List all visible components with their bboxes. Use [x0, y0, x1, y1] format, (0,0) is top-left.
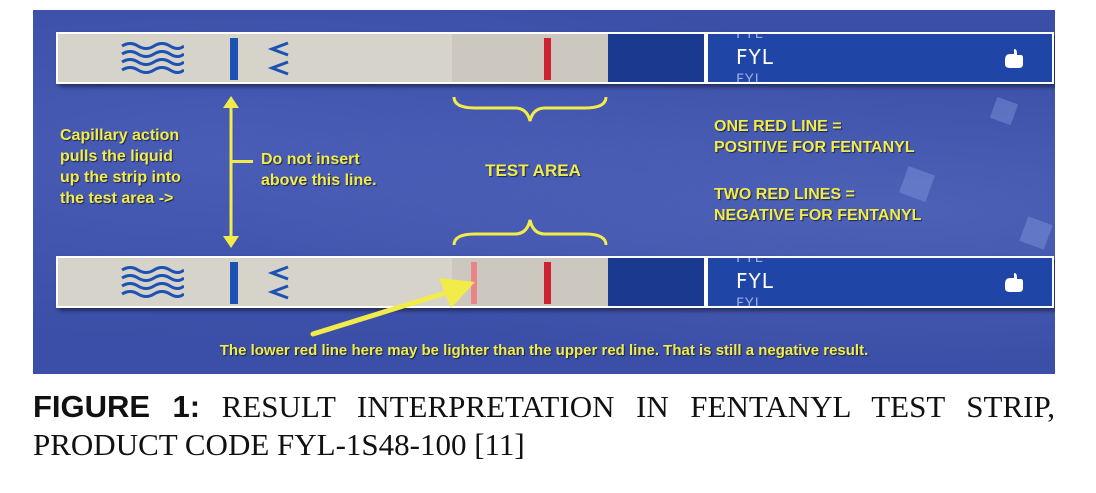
rule-line: TWO RED LINES = — [714, 186, 855, 203]
figure-caption: FIGURE 1: RESULT INTERPRETATION IN FENTA… — [33, 388, 1055, 464]
positive-rule: ONE RED LINE = POSITIVE FOR FENTANYL — [714, 116, 915, 158]
strip-dark-panel — [608, 34, 704, 82]
strip-label-panel: FYL FYL FYL — [708, 34, 1052, 82]
wave-icon — [121, 42, 184, 74]
caption-text: RESULT INTERPRETATION IN FENTANYL TEST S… — [33, 389, 1056, 462]
double-arrow-icon — [223, 96, 239, 248]
arrow-icon — [267, 41, 289, 76]
negative-rule: TWO RED LINES = NEGATIVE FOR FENTANYL — [714, 184, 921, 226]
brand-ghost-text: FYL — [736, 34, 764, 42]
control-line — [544, 38, 551, 80]
brand-text: FYL — [736, 45, 774, 69]
test-strip-bottom: FYL FYL FYL — [56, 256, 1054, 308]
hand-icon — [1005, 49, 1023, 68]
test-zone — [452, 258, 608, 306]
caption-label: FIGURE 1: — [33, 389, 201, 424]
pointer-line — [231, 160, 253, 163]
note-line: Do not insert — [261, 151, 360, 168]
note-line: pulls the liquid — [60, 148, 173, 165]
note-line: the test area -> — [60, 190, 174, 207]
diagonal-arrow-icon — [310, 278, 475, 337]
strip-label-panel: FYL FYL FYL — [708, 258, 1052, 306]
brace-top-icon — [452, 96, 608, 122]
brace-bottom-icon — [452, 219, 608, 246]
max-line-bar — [230, 262, 238, 304]
rule-line: ONE RED LINE = — [714, 118, 842, 135]
capillary-note: Capillary action pulls the liquid up the… — [60, 125, 181, 209]
brand-ghost-text: FYL — [736, 258, 764, 266]
strip-divider — [704, 34, 708, 82]
footer-note: The lower red line here may be lighter t… — [219, 342, 869, 359]
brand-ghost-text: FYL — [736, 296, 764, 306]
strip-divider — [704, 258, 708, 306]
brand-text: FYL — [736, 269, 774, 293]
test-strip-top: FYL FYL FYL — [56, 32, 1054, 84]
note-line: above this line. — [261, 172, 377, 189]
strip-dark-panel — [608, 258, 704, 306]
rule-line: NEGATIVE FOR FENTANYL — [714, 207, 922, 224]
decorative-square — [989, 96, 1019, 126]
max-line-bar — [230, 38, 238, 80]
control-line — [544, 262, 551, 304]
rule-line: POSITIVE FOR FENTANYL — [714, 139, 915, 156]
brand-ghost-text: FYL — [736, 72, 764, 82]
note-line: Capillary action — [60, 127, 180, 144]
wave-icon — [121, 266, 184, 298]
hand-icon — [1005, 273, 1023, 292]
insert-note: Do not insert above this line. — [261, 149, 377, 191]
arrow-icon — [267, 265, 289, 300]
test-area-label: TEST AREA — [485, 161, 581, 180]
test-strip-figure: FYL FYL FYL FYL FYL FYL — [33, 10, 1055, 374]
decorative-square — [1019, 216, 1053, 250]
note-line: up the strip into — [60, 169, 181, 186]
test-zone — [452, 34, 608, 82]
